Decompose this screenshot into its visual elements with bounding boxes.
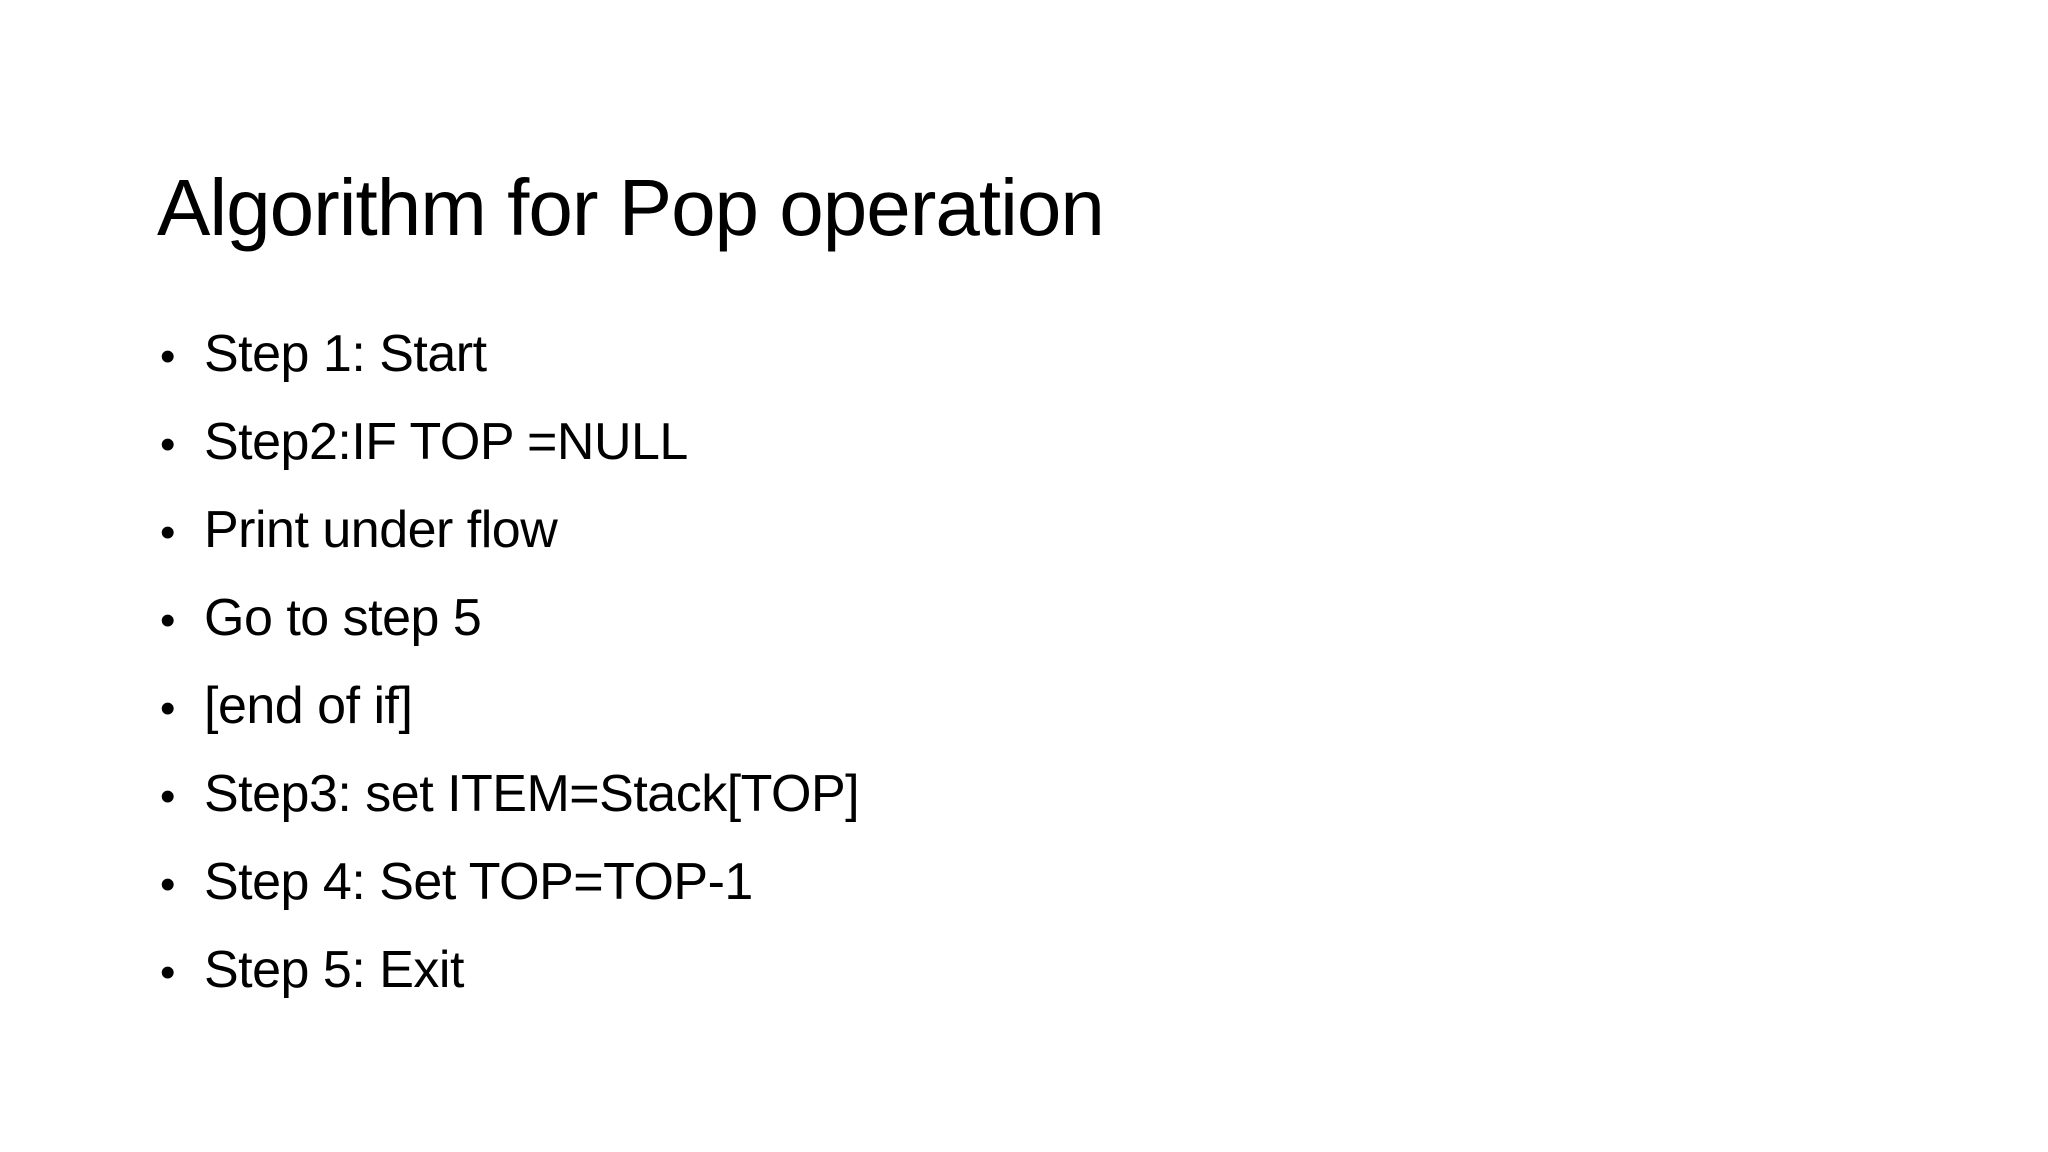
bullet-text: Go to step 5 [204, 589, 482, 647]
bullet-item: • [end of if] [160, 662, 859, 750]
bullet-item: • Step 4: Set TOP=TOP-1 [160, 838, 859, 926]
bullet-item: • Step3: set ITEM=Stack[TOP] [160, 750, 860, 838]
bullet-item: • Step 5: Exit [160, 926, 859, 1014]
bullet-text: [end of if] [204, 677, 413, 735]
bullet-icon: • [160, 948, 176, 997]
bullet-item: • Go to step 5 [160, 574, 859, 662]
bullet-text: Step 1: Start [204, 325, 487, 383]
bullet-item: • Step 1: Start [160, 310, 859, 398]
bullet-icon: • [160, 332, 176, 381]
bullet-text: Step3: set ITEM=Stack[TOP] [204, 765, 860, 823]
slide-title: Algorithm for Pop operation [157, 162, 1105, 252]
bullet-icon: • [160, 596, 176, 645]
bullet-icon: • [160, 860, 176, 909]
bullet-text: Step 5: Exit [204, 941, 464, 999]
bullet-icon: • [160, 684, 176, 733]
bullet-item: • Print under flow [160, 486, 859, 574]
bullet-list: • Step 1: Start • Step2:IF TOP =NULL • P… [160, 310, 860, 1014]
bullet-text: Step2:IF TOP =NULL [204, 413, 688, 471]
bullet-icon: • [160, 420, 176, 469]
bullet-text: Print under flow [204, 501, 558, 559]
bullet-icon: • [160, 508, 176, 557]
bullet-icon: • [160, 772, 176, 821]
bullet-item: • Step2:IF TOP =NULL [160, 398, 859, 486]
bullet-text: Step 4: Set TOP=TOP-1 [204, 853, 753, 911]
